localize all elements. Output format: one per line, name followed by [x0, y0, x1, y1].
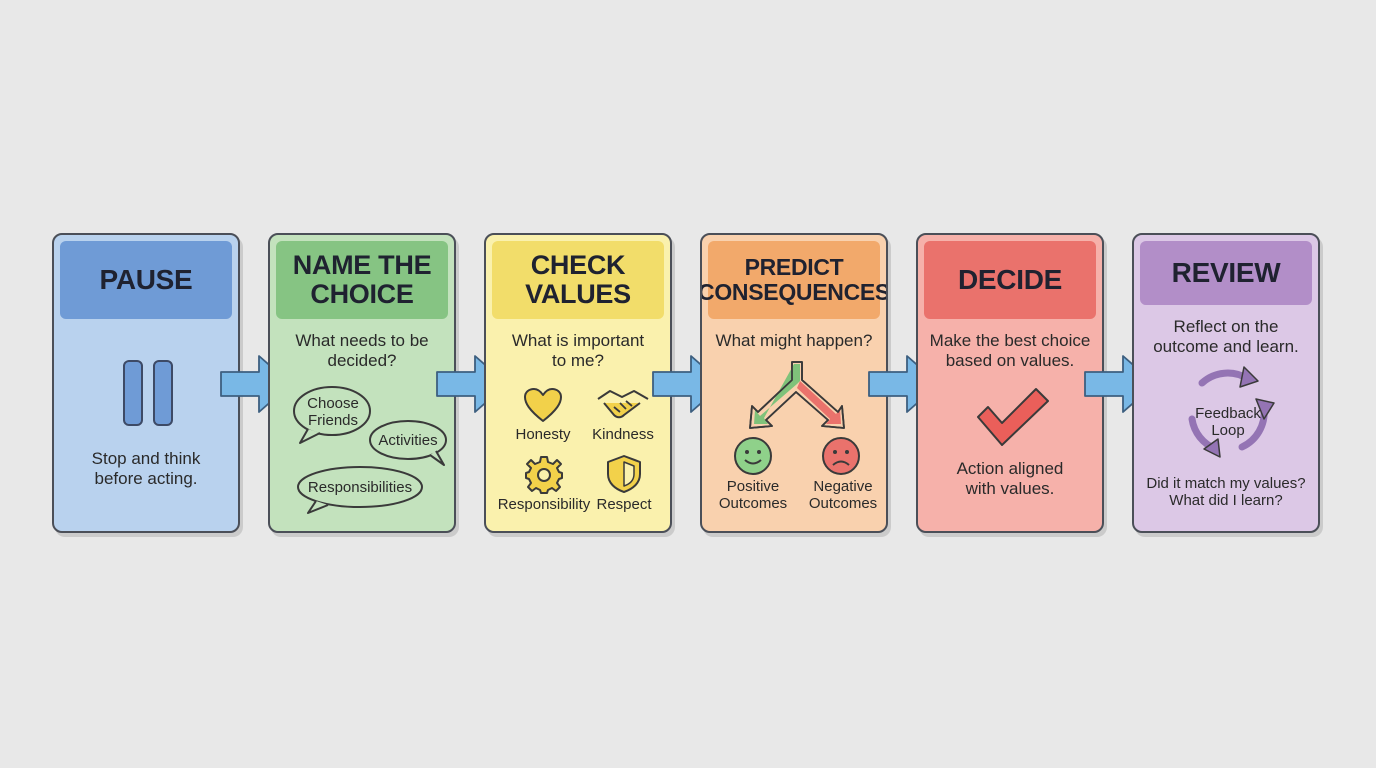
outcome-positive: Positive Outcomes	[718, 478, 788, 512]
speech-bubble-icon	[293, 386, 371, 444]
step-card-check-values: CHECK VALUES What is important to me? Ho…	[484, 233, 672, 533]
value-respect: Respect	[596, 496, 652, 513]
heart-icon	[524, 388, 562, 422]
step-card-predict-consequences: PREDICT CONSEQUENCES What might happen? …	[700, 233, 888, 533]
pause-icon	[123, 360, 173, 426]
step-questions-review: Did it match my values? What did I learn…	[1146, 475, 1306, 509]
step-card-name-the-choice: NAME THE CHOICE What needs to be decided…	[268, 233, 456, 533]
bubble-activities: Activities	[378, 432, 438, 449]
smiley-icon	[734, 437, 772, 475]
handshake-icon	[597, 390, 649, 419]
step-title-name-the-choice: NAME THE CHOICE	[276, 241, 448, 319]
outcome-negative: Negative Outcomes	[808, 478, 878, 512]
branch-arrow-icon	[749, 361, 845, 429]
frown-icon	[822, 437, 860, 475]
shield-icon	[607, 455, 641, 493]
step-title-review: REVIEW	[1140, 241, 1312, 305]
step-outcome-decide: Action aligned with values.	[956, 459, 1064, 498]
bubble-choose-friends: Choose Friends	[307, 395, 359, 429]
step-text-decide: Make the best choice based on values.	[929, 331, 1091, 370]
step-text-review: Reflect on the outcome and learn.	[1153, 317, 1299, 356]
step-title-predict-consequences: PREDICT CONSEQUENCES	[702, 241, 886, 319]
bubble-responsibilities: Responsibilities	[307, 479, 413, 496]
step-card-review: REVIEW Reflect on the outcome and learn.…	[1132, 233, 1320, 533]
checkmark-icon	[977, 388, 1049, 446]
gear-icon	[525, 456, 563, 494]
step-title-pause: PAUSE	[60, 241, 232, 319]
step-text-pause: Stop and think before acting.	[91, 449, 201, 488]
value-kindness: Kindness	[592, 426, 654, 443]
speech-bubble-icon	[369, 420, 447, 466]
step-text-predict-consequences: What might happen?	[715, 331, 873, 350]
step-card-pause: PAUSE Stop and think before acting.	[52, 233, 240, 533]
step-title-check-values: CHECK VALUES	[492, 241, 664, 319]
value-responsibility: Responsibility	[497, 496, 591, 513]
step-title-decide: DECIDE	[924, 241, 1096, 319]
speech-bubble-icon	[297, 466, 423, 514]
step-text-name-the-choice: What needs to be decided?	[295, 331, 429, 370]
step-text-check-values: What is important to me?	[511, 331, 645, 370]
cycle-icon	[1188, 366, 1275, 458]
feedback-loop-label: Feedback Loop	[1195, 405, 1261, 439]
step-card-decide: DECIDE Make the best choice based on val…	[916, 233, 1104, 533]
value-honesty: Honesty	[515, 426, 571, 443]
